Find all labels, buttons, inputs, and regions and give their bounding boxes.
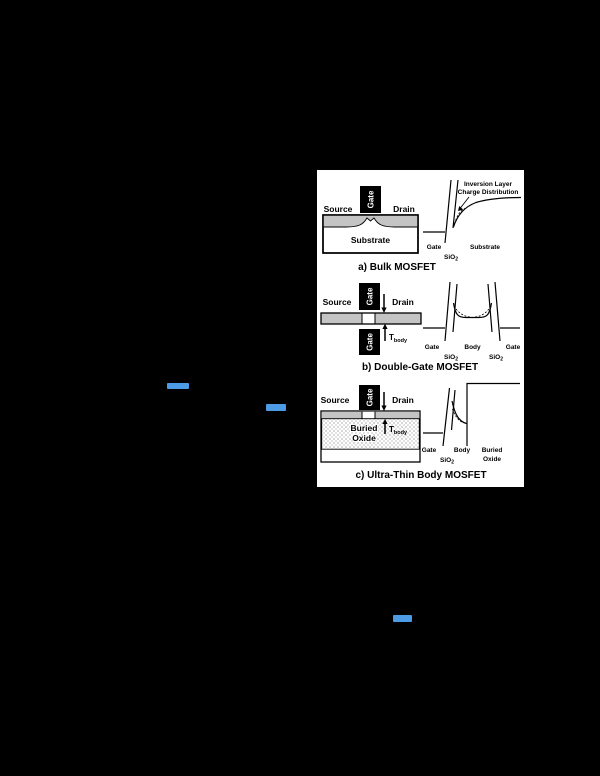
dg-band-gate-left-label: Gate: [425, 344, 440, 351]
hyperlink-3[interactable]: [393, 615, 412, 622]
band-diagram-utb: Gate SiO2 Body Buried Oxide: [422, 382, 520, 466]
utb-buried-label: Buried: [351, 423, 378, 433]
utb-band-body-label: Body: [454, 447, 471, 454]
utb-band-oxide-label: SiO2: [440, 457, 454, 466]
dg-band-oxide-left-label: SiO2: [444, 354, 458, 363]
dg-band-curve: [452, 302, 493, 319]
utb-charge-curve: [452, 408, 466, 424]
dg-drain-label: Drain: [392, 297, 414, 307]
dg-gate-top-electrode: [359, 283, 380, 310]
section-double-gate-mosfet: Gate Source Drain Gate Tbody: [320, 283, 422, 355]
bulk-band-oxide-label: SiO2: [444, 254, 458, 263]
dg-source-label: Source: [323, 297, 352, 307]
caption-bulk-mosfet: a) Bulk MOSFET: [358, 262, 436, 273]
hyperlink-2[interactable]: [266, 404, 286, 411]
caption-double-gate-mosfet: b) Double-Gate MOSFET: [362, 362, 478, 373]
band-diagram-double-gate: Gate SiO2 Body SiO2 Gate: [423, 281, 521, 363]
bulk-annotation-arrow: [459, 196, 470, 209]
band-diagram-bulk: Inversion Layer Charge Distribution Gate…: [423, 179, 522, 263]
dg-oxide-right-outer: [494, 281, 501, 342]
dg-gate-top-label: Gate: [366, 287, 375, 305]
inversion-layer-annotation-line2: Charge Distribution: [458, 189, 519, 196]
dg-up-arrowhead: [382, 323, 388, 329]
utb-buried-oxide-region: [321, 418, 420, 450]
bulk-band-substrate-label: Substrate: [470, 244, 500, 251]
mosfet-figure-svg: Gate Source Drain Substrate Inversion La…: [320, 179, 522, 481]
dg-tbody-label: Tbody: [389, 333, 408, 344]
utb-source-label: Source: [321, 395, 350, 405]
utb-up-arrowhead: [382, 418, 388, 424]
dg-oxide-left-outer: [444, 281, 451, 342]
caption-utb-mosfet: c) Ultra-Thin Body MOSFET: [355, 470, 486, 481]
bulk-annotation-arrowhead: [458, 206, 464, 211]
bulk-gate-label: Gate: [367, 190, 376, 208]
utb-oxide-left-line: [442, 387, 451, 447]
dg-body-gap: [362, 313, 375, 324]
utb-band-buried-label: Buried: [482, 447, 503, 454]
bulk-substrate-label: Substrate: [351, 235, 390, 245]
utb-down-arrowhead: [381, 405, 387, 411]
bulk-source-label: Source: [324, 204, 353, 214]
utb-drain-label: Drain: [392, 395, 414, 405]
dg-bar-border: [320, 312, 422, 325]
bulk-drain-label: Drain: [393, 204, 415, 214]
utb-gate-electrode: [359, 385, 380, 410]
dg-gate-bottom-label: Gate: [366, 333, 375, 351]
bulk-oxide-left-line: [444, 179, 452, 244]
bulk-charge-distribution-curve: [454, 208, 466, 225]
dg-charge-left-curve: [453, 305, 472, 318]
bulk-source-drain-regions: [322, 214, 419, 228]
bulk-oxide-right-line: [452, 179, 459, 229]
utb-tbody-label: Tbody: [389, 425, 408, 436]
bulk-band-gate-label: Gate: [427, 244, 442, 251]
bulk-body-border: [322, 214, 419, 254]
section-bulk-mosfet: Gate Source Drain Substrate: [322, 186, 419, 254]
utb-buried-oxide-step: [466, 382, 520, 446]
bulk-gate-electrode: [360, 186, 381, 213]
section-utb-mosfet: Gate Source Drain Buried Oxide Tbody: [320, 385, 421, 463]
utb-oxide-label: Oxide: [352, 433, 376, 443]
utb-band-gate-label: Gate: [422, 447, 437, 454]
hyperlink-1[interactable]: [167, 383, 189, 389]
dg-band-body-label: Body: [464, 344, 481, 351]
mosfet-figure: Gate Source Drain Substrate Inversion La…: [317, 170, 524, 487]
dg-down-arrowhead: [381, 307, 387, 313]
utb-body-gap: [362, 411, 375, 419]
dg-gate-bottom-electrode: [359, 329, 380, 355]
utb-gate-label: Gate: [366, 388, 375, 406]
utb-band-buried-oxide-label: Oxide: [483, 456, 501, 463]
dg-band-gate-right-label: Gate: [506, 344, 521, 351]
dg-band-oxide-right-label: SiO2: [489, 354, 503, 363]
dg-charge-right-curve: [473, 305, 492, 318]
bulk-band-curve: [452, 196, 522, 228]
inversion-layer-annotation-line1: Inversion Layer: [464, 181, 513, 188]
